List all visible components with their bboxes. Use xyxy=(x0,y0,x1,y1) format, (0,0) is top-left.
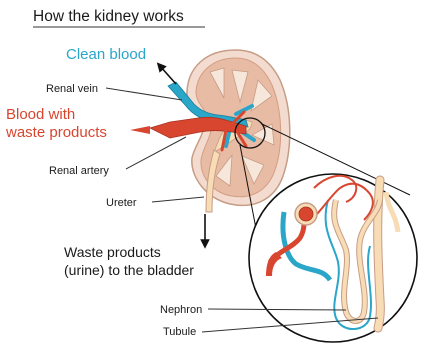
label-clean-blood: Clean blood xyxy=(66,46,146,63)
artery-arrowhead xyxy=(130,126,150,134)
glomerulus xyxy=(299,207,313,221)
label-renal-vein: Renal vein xyxy=(46,83,98,95)
diagram-title: How the kidney works xyxy=(33,8,184,25)
ureter-leader xyxy=(152,197,204,202)
label-blood-waste-2: waste products xyxy=(5,124,107,141)
label-renal-artery: Renal artery xyxy=(49,165,109,177)
label-waste-1: Waste products xyxy=(64,244,161,260)
clean-blood-arrow xyxy=(160,66,176,84)
label-blood-waste-1: Blood with xyxy=(6,106,75,123)
label-nephron: Nephron xyxy=(160,304,202,316)
label-tubule: Tubule xyxy=(163,326,196,338)
renal-artery-leader xyxy=(126,137,186,169)
label-waste-2: (urine) to the bladder xyxy=(64,262,194,278)
label-ureter: Ureter xyxy=(106,197,137,209)
nephron-magnified xyxy=(249,174,417,342)
renal-vein-leader xyxy=(106,88,182,100)
